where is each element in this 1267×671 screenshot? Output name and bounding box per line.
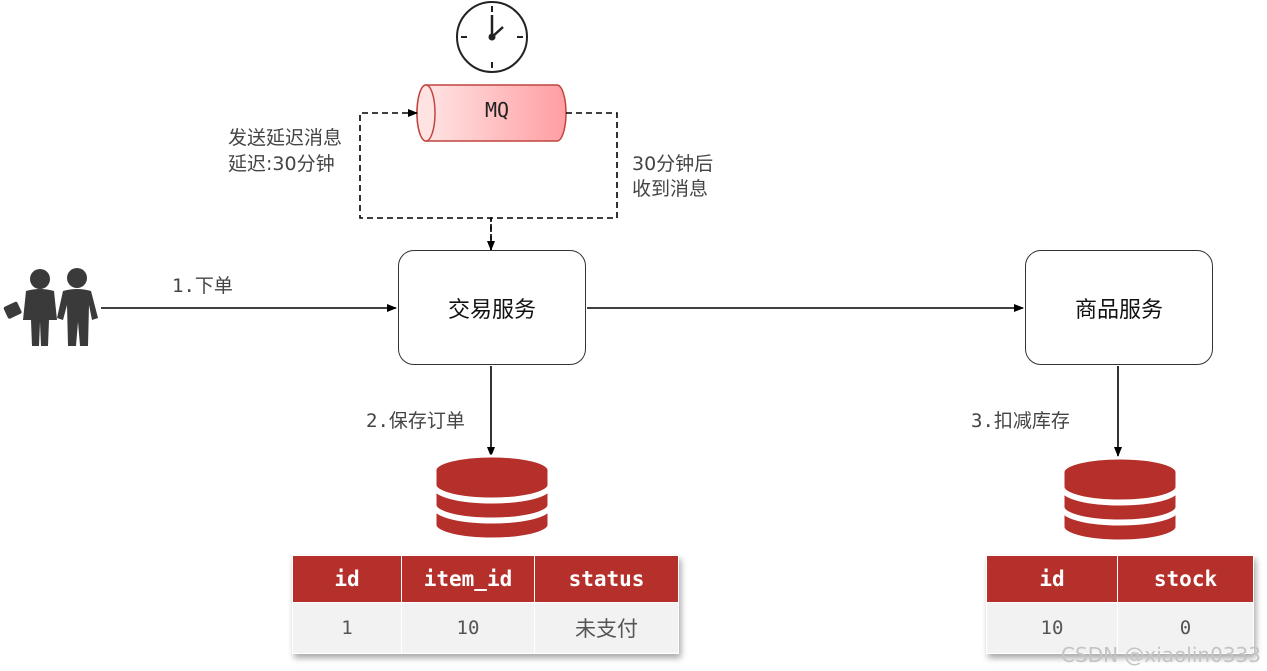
item-service-node: 商品服务 [1025, 250, 1213, 365]
receive-label-line1: 30分钟后 [632, 153, 714, 175]
order-col-id: id [292, 555, 402, 603]
order-database-icon [433, 454, 551, 541]
delay-loop-lines [359, 109, 618, 251]
table-row: 1 10 未支付 [292, 602, 679, 654]
order-cell-status: 未支付 [534, 602, 679, 654]
deduct-stock-label: 3.扣减库存 [971, 410, 1070, 432]
stock-col-stock: stock [1117, 555, 1254, 603]
stock-table: id stock 10 0 [986, 555, 1254, 654]
table-row: 10 0 [986, 602, 1254, 654]
send-delay-label-line1: 发送延迟消息 [228, 127, 343, 149]
watermark: CSDN @xiaolin0333 [1061, 643, 1261, 667]
flow-arrows [101, 304, 1122, 457]
receive-label-line2: 收到消息 [632, 178, 709, 200]
item-service-label: 商品服务 [1074, 297, 1163, 323]
order-col-status: status [534, 555, 679, 603]
stock-col-id: id [986, 555, 1118, 603]
order-table: id item_id status 1 10 未支付 [292, 555, 679, 654]
stock-table-header-row: id stock [986, 555, 1254, 603]
stock-cell-stock: 0 [1117, 602, 1254, 654]
order-cell-id: 1 [292, 602, 402, 654]
users-icon [3, 268, 98, 346]
clock-icon [456, 1, 528, 73]
trade-service-label: 交易服务 [447, 297, 536, 323]
mq-queue [416, 84, 567, 142]
trade-service-node: 交易服务 [398, 250, 586, 365]
save-order-label: 2.保存订单 [366, 410, 465, 432]
stock-database-icon [1061, 456, 1179, 543]
send-delay-label-line2: 延迟:30分钟 [228, 153, 335, 175]
order-cell-item-id: 10 [401, 602, 535, 654]
place-order-label: 1.下单 [172, 275, 233, 297]
order-table-header-row: id item_id status [292, 555, 679, 603]
order-col-item-id: item_id [401, 555, 535, 603]
mq-label: MQ [484, 98, 510, 122]
